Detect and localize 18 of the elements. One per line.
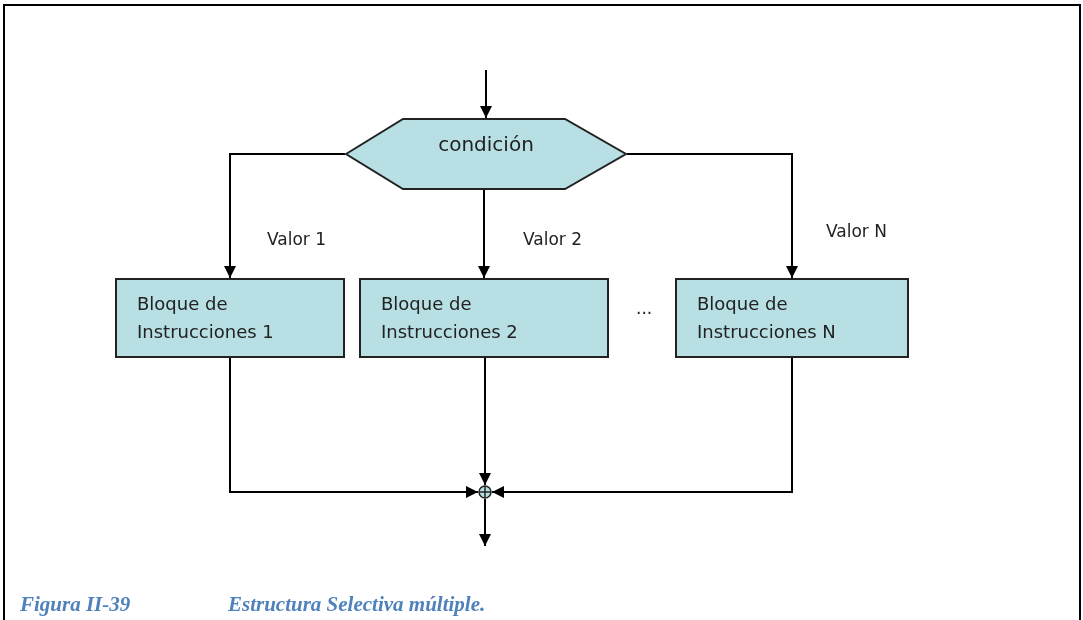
process-box <box>359 278 609 358</box>
process-box <box>115 278 345 358</box>
arrow <box>626 153 798 279</box>
block-text: Bloque de Instrucciones 2 <box>381 292 519 344</box>
figure-caption: Estructura Selectiva múltiple. <box>228 592 486 617</box>
block-text: Bloque de Instrucciones 1 <box>137 292 275 344</box>
arrow <box>479 498 491 547</box>
arrow <box>480 69 492 119</box>
arrow <box>479 357 491 486</box>
figure-number: Figura II-39 <box>20 592 131 617</box>
arrow <box>224 153 346 279</box>
arrow <box>229 357 479 498</box>
condition-text: condición <box>438 131 534 158</box>
arrow <box>478 189 490 279</box>
arrow <box>491 357 793 498</box>
block-text: Bloque de Instrucciones N <box>697 292 837 344</box>
process-box <box>675 278 909 358</box>
ellipsis: ... <box>636 298 653 318</box>
